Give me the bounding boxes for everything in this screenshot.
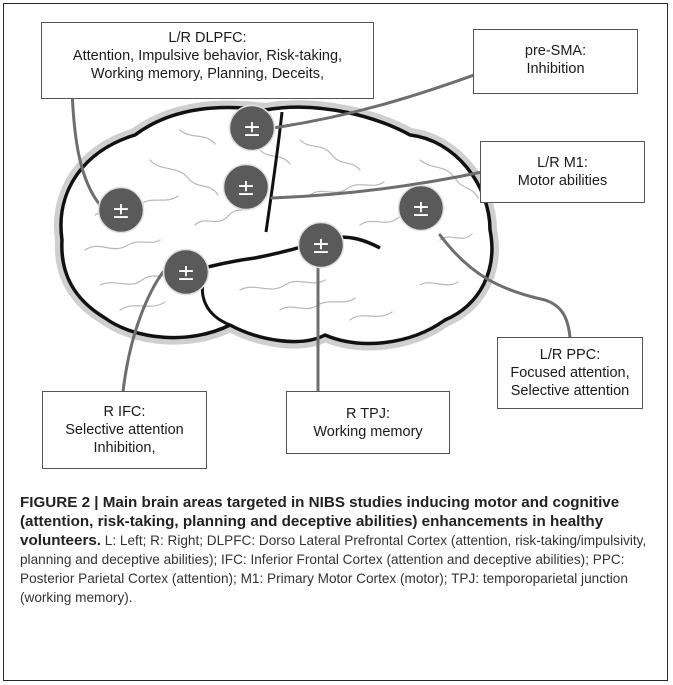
label-presma-title: pre-SMA: xyxy=(524,43,587,59)
label-tpj-title: R TPJ: xyxy=(345,406,391,422)
marker-presma-label: ± xyxy=(243,117,261,142)
label-box-presma: pre-SMA: Inhibition xyxy=(473,29,638,94)
label-box-tpj: R TPJ: Working memory xyxy=(286,391,450,454)
marker-presma xyxy=(228,104,276,152)
label-box-ppc: L/R PPC: Focused attention, Selective at… xyxy=(497,337,643,409)
label-box-dlpfc: L/R DLPFC: Attention, Impulsive behavior… xyxy=(41,22,374,99)
label-ppc-line: Selective attention xyxy=(510,383,630,399)
marker-dlpfc xyxy=(97,186,145,234)
marker-m1-label: ± xyxy=(237,176,255,201)
marker-ppc-label: ± xyxy=(412,197,430,222)
label-ppc-title: L/R PPC: xyxy=(539,347,601,363)
marker-ppc xyxy=(397,184,445,232)
connectors xyxy=(70,58,572,394)
connector-m1 xyxy=(270,170,484,200)
brain-diagram: ± ± ± ± ± ± xyxy=(54,58,572,394)
label-box-m1: L/R M1: Motor abilities xyxy=(480,141,645,203)
label-ifc-title: R IFC: xyxy=(103,404,146,420)
label-dlpfc-line: Attention, Impulsive behavior, Risk-taki… xyxy=(72,48,343,64)
label-presma-line: Inhibition xyxy=(526,61,585,77)
label-dlpfc-line: Working memory, Planning, Deceits, xyxy=(90,66,325,82)
marker-m1 xyxy=(222,163,270,211)
connector-ifc xyxy=(121,270,165,394)
marker-tpj-label: ± xyxy=(312,234,330,259)
label-ppc-line: Focused attention, xyxy=(510,365,630,381)
marker-dlpfc-label: ± xyxy=(112,199,130,224)
label-ifc-line: Selective attention xyxy=(65,422,184,438)
label-box-ifc: R IFC: Selective attention Inhibition, xyxy=(42,391,207,469)
connector-dlpfc xyxy=(70,88,102,207)
caption-lead: FIGURE 2 | Main brain areas targeted in … xyxy=(20,494,620,549)
stimulation-markers: ± ± ± ± ± ± xyxy=(97,104,445,296)
connector-ppc xyxy=(438,233,572,340)
label-m1-title: L/R M1: xyxy=(537,155,588,171)
marker-tpj xyxy=(297,221,345,269)
label-ifc-line: Inhibition, xyxy=(93,440,156,456)
label-tpj-line: Working memory xyxy=(313,424,423,440)
caption-body: L: Left; R: Right; DLPFC: Dorso Lateral … xyxy=(20,533,647,605)
label-m1-line: Motor abilities xyxy=(517,173,608,189)
marker-ifc-label: ± xyxy=(177,261,195,286)
central-sulcus xyxy=(264,111,284,233)
label-dlpfc-title: L/R DLPFC: xyxy=(168,30,247,46)
figure-caption: FIGURE 2 | Main brain areas targeted in … xyxy=(20,493,650,607)
marker-ifc xyxy=(162,248,210,296)
